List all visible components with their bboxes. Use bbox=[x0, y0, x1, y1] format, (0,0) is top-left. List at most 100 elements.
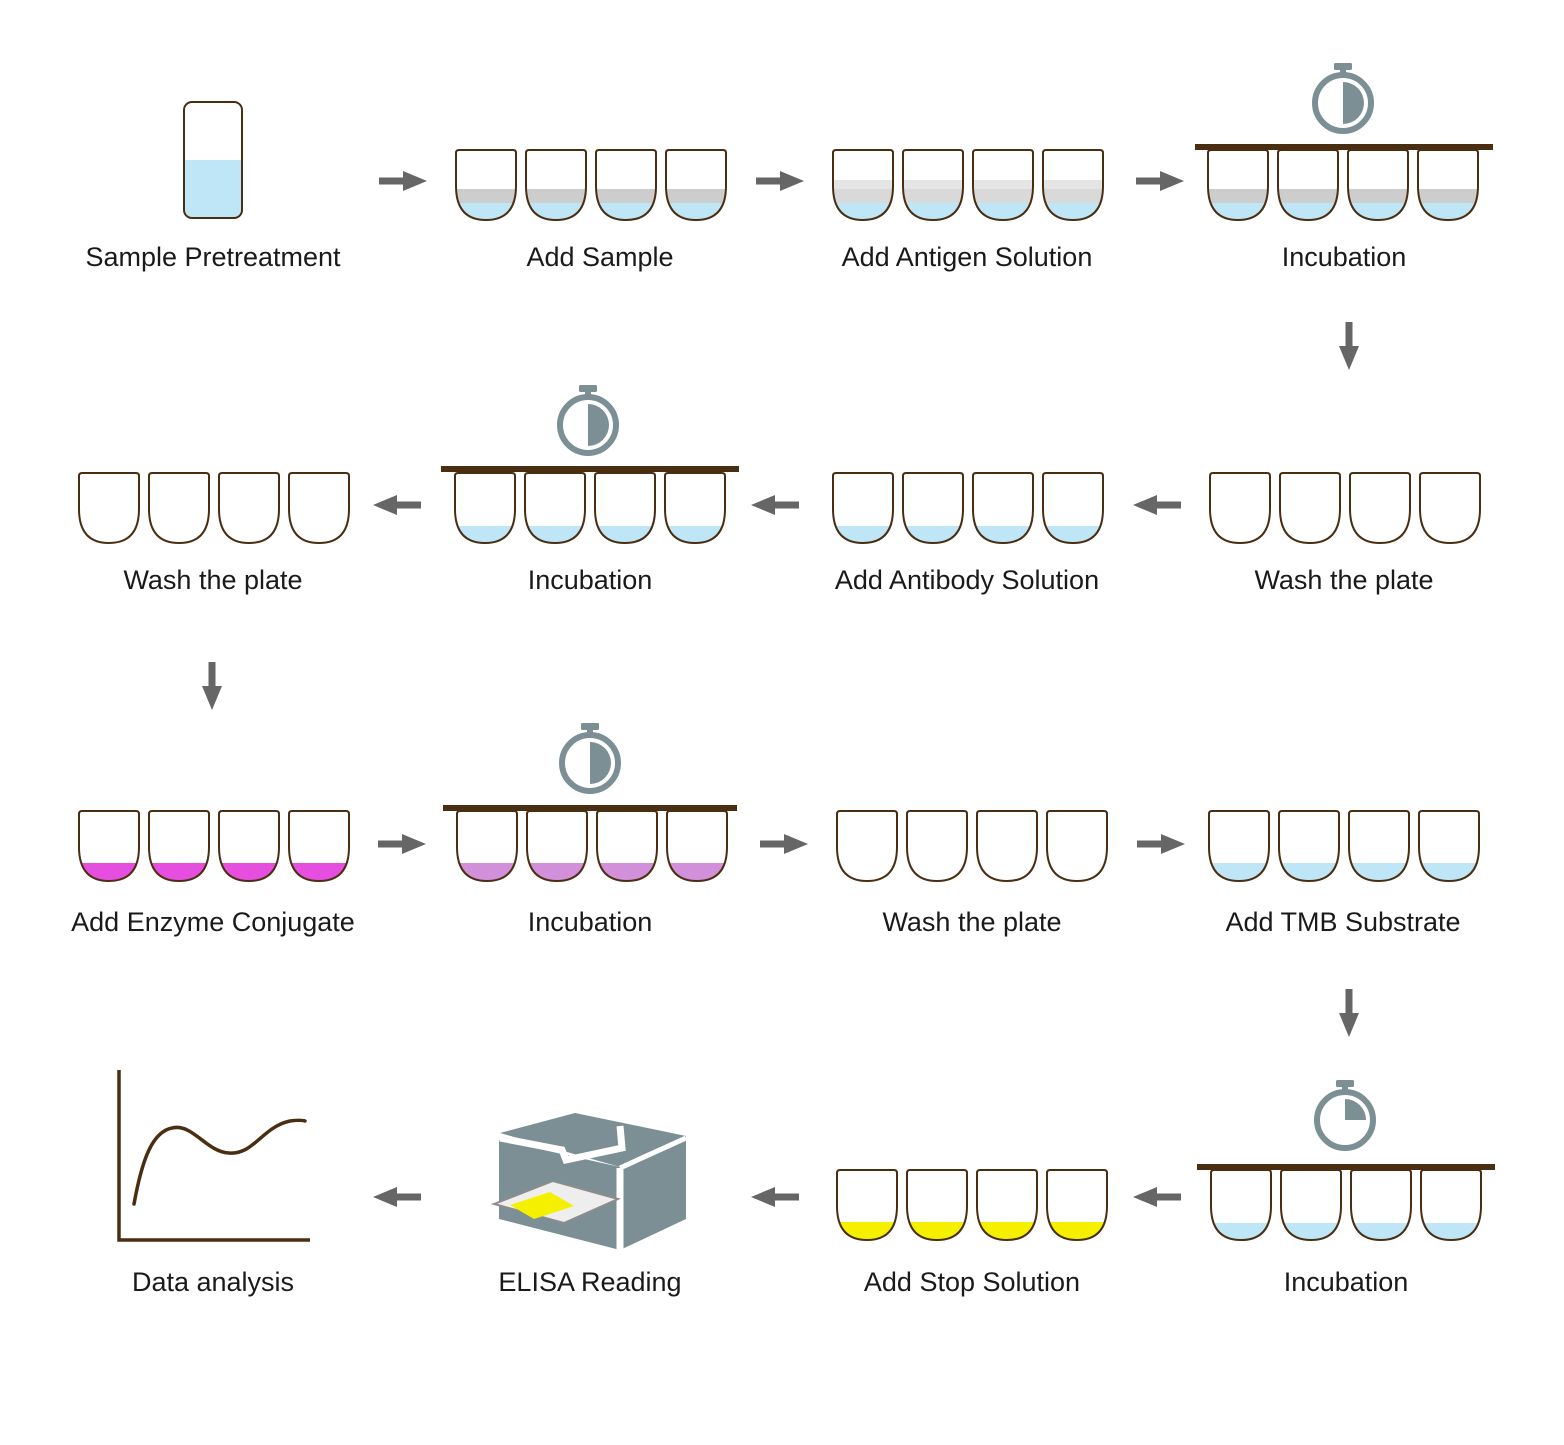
well bbox=[906, 1169, 968, 1242]
wells-icon bbox=[1208, 810, 1480, 883]
wells-icon bbox=[455, 149, 727, 222]
well bbox=[1349, 472, 1411, 545]
well bbox=[596, 810, 658, 883]
well bbox=[832, 149, 894, 222]
well bbox=[594, 472, 656, 545]
well bbox=[288, 472, 350, 545]
well bbox=[1420, 1169, 1482, 1242]
step-label-add-stop-solution: Add Stop Solution bbox=[864, 1267, 1080, 1297]
flow-arrow-down bbox=[1339, 322, 1359, 370]
well bbox=[1278, 810, 1340, 883]
well bbox=[455, 149, 517, 222]
flow-arrow-right bbox=[760, 834, 808, 854]
wells-icon bbox=[1210, 1169, 1482, 1242]
step-label-add-sample: Add Sample bbox=[526, 242, 673, 272]
step-labels: Sample Pretreatment Add Sample Add Antig… bbox=[71, 242, 1460, 1297]
well bbox=[1210, 1169, 1272, 1242]
well bbox=[1046, 1169, 1108, 1242]
well bbox=[1347, 149, 1409, 222]
well bbox=[836, 810, 898, 883]
step-label-incubation-1: Incubation bbox=[1282, 242, 1407, 272]
well bbox=[1208, 810, 1270, 883]
well bbox=[218, 810, 280, 883]
step-label-incubation-4: Incubation bbox=[1284, 1267, 1409, 1297]
step-label-add-antigen-solution: Add Antigen Solution bbox=[842, 242, 1093, 272]
wells-icon bbox=[454, 472, 726, 545]
well bbox=[78, 472, 140, 545]
flow-arrow-right bbox=[1136, 171, 1184, 191]
step-label-data-analysis: Data analysis bbox=[132, 1267, 294, 1297]
flow-arrow-right bbox=[379, 171, 427, 191]
step-label-wash-plate-3: Wash the plate bbox=[882, 907, 1061, 937]
well bbox=[524, 472, 586, 545]
plate-lid bbox=[1195, 144, 1493, 150]
flow-arrow-right bbox=[378, 834, 426, 854]
well bbox=[1279, 472, 1341, 545]
well bbox=[972, 149, 1034, 222]
timer-icon bbox=[1312, 63, 1374, 134]
well bbox=[1350, 1169, 1412, 1242]
flow-arrow-down bbox=[202, 662, 222, 710]
well bbox=[666, 810, 728, 883]
flow-arrow-left bbox=[373, 495, 421, 515]
step-label-sample-pretreatment: Sample Pretreatment bbox=[85, 242, 341, 272]
step-label-add-tmb-substrate: Add TMB Substrate bbox=[1225, 907, 1460, 937]
tube-icon bbox=[183, 101, 243, 219]
well bbox=[1207, 149, 1269, 222]
flow-arrow-left bbox=[751, 1187, 799, 1207]
wells-icon bbox=[1209, 472, 1481, 545]
step-label-elisa-reading: ELISA Reading bbox=[498, 1267, 681, 1297]
step-label-incubation-2: Incubation bbox=[528, 565, 653, 595]
well bbox=[976, 1169, 1038, 1242]
step-label-add-antibody-solution: Add Antibody Solution bbox=[835, 565, 1099, 595]
step-icons bbox=[78, 63, 1495, 1250]
graph-icon bbox=[117, 1070, 310, 1242]
well bbox=[976, 810, 1038, 883]
well bbox=[148, 472, 210, 545]
well bbox=[526, 810, 588, 883]
flow-arrow-left bbox=[1133, 495, 1181, 515]
well bbox=[832, 472, 894, 545]
flow-arrow-left bbox=[751, 495, 799, 515]
plate-lid bbox=[441, 466, 739, 472]
well bbox=[456, 810, 518, 883]
wells-icon bbox=[1207, 149, 1479, 222]
well bbox=[78, 810, 140, 883]
wells-icon bbox=[456, 810, 728, 883]
well bbox=[1348, 810, 1410, 883]
flow-arrow-left bbox=[1133, 1187, 1181, 1207]
well bbox=[972, 472, 1034, 545]
well bbox=[1046, 810, 1108, 883]
step-label-wash-plate-2: Wash the plate bbox=[123, 565, 302, 595]
timer-icon bbox=[559, 723, 621, 794]
well bbox=[1042, 149, 1104, 222]
well bbox=[1209, 472, 1271, 545]
well bbox=[454, 472, 516, 545]
well bbox=[1417, 149, 1479, 222]
plate-lid bbox=[443, 805, 737, 811]
wells-icon bbox=[832, 149, 1104, 222]
well bbox=[1042, 472, 1104, 545]
well bbox=[218, 472, 280, 545]
step-label-incubation-3: Incubation bbox=[528, 907, 653, 937]
well bbox=[288, 810, 350, 883]
flow-arrow-left bbox=[373, 1187, 421, 1207]
well bbox=[525, 149, 587, 222]
timer-icon bbox=[557, 385, 619, 456]
well bbox=[1280, 1169, 1342, 1242]
flow-arrow-right bbox=[1137, 834, 1185, 854]
well bbox=[1277, 149, 1339, 222]
step-label-add-enzyme-conjugate: Add Enzyme Conjugate bbox=[71, 907, 355, 937]
well bbox=[836, 1169, 898, 1242]
wells-icon bbox=[836, 1169, 1108, 1242]
plate-reader-icon bbox=[490, 1113, 688, 1250]
flow-arrow-right bbox=[756, 171, 804, 191]
wells-icon bbox=[832, 472, 1104, 545]
well bbox=[906, 810, 968, 883]
well bbox=[902, 149, 964, 222]
well bbox=[665, 149, 727, 222]
plate-lid bbox=[1197, 1164, 1495, 1170]
flow-arrows bbox=[202, 171, 1359, 1207]
timer-icon bbox=[1314, 1080, 1376, 1151]
